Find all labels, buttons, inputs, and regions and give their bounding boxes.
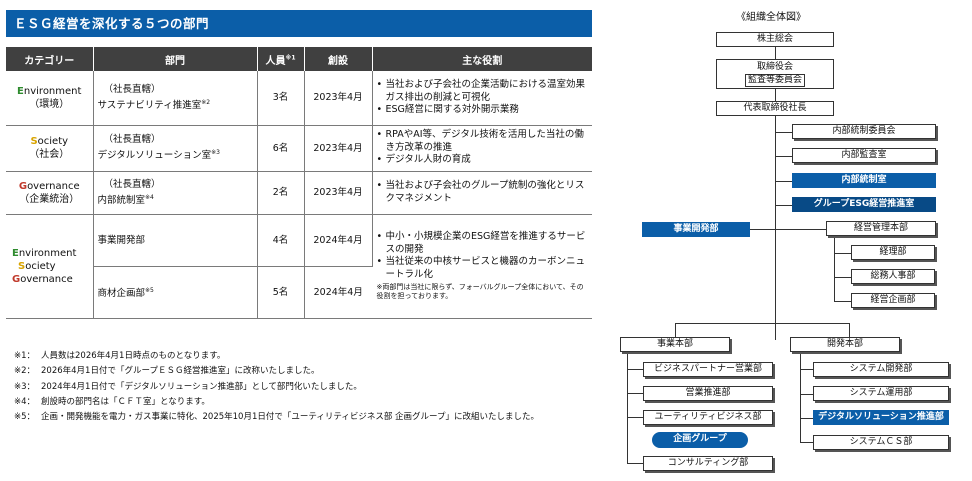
department-table: カテゴリー 部門 人員※1 創設 主な役割 Environment （環境） （…: [6, 47, 592, 319]
connector: [834, 301, 852, 302]
footnote: ※1：人員数は2026年4月1日時点のものとなります。: [14, 351, 226, 361]
connector: [627, 369, 643, 370]
org-digital-solution-promotion: デジタルソリューション推進部: [813, 410, 949, 425]
header-category: カテゴリー: [6, 47, 94, 71]
dept-cell: 事業開発部: [93, 214, 258, 267]
org-planning-group: 企画グループ: [652, 432, 748, 448]
founded-cell: 2024年4月: [304, 266, 372, 319]
connector: [849, 323, 850, 337]
staff-cell: 6名: [257, 125, 305, 172]
org-system-cs: システムＣＳ部: [813, 435, 949, 450]
org-group-esg-office: グループESG経営推進室: [792, 197, 936, 212]
org-accounting: 経理部: [851, 245, 935, 260]
staff-cell: 5名: [257, 266, 305, 319]
connector: [800, 394, 814, 395]
connector: [775, 116, 776, 340]
org-title: 《組織全体図》: [736, 12, 806, 23]
connector: [675, 323, 676, 337]
table-row: Environment Society Governance 事業開発部 4名 …: [6, 214, 592, 319]
connector: [675, 323, 850, 324]
org-business-partner-sales: ビジネスパートナー営業部: [643, 362, 773, 377]
connector: [800, 369, 814, 370]
connector: [627, 393, 643, 394]
founded-cell: 2023年4月: [304, 125, 373, 172]
connector: [750, 229, 826, 230]
connector: [775, 205, 793, 206]
header-founded: 創設: [304, 47, 373, 71]
org-development-hq: 開発本部: [790, 337, 900, 352]
category-cell: Society （社会）: [6, 125, 94, 172]
section-title: ＥＳＧ経営を深化する５つの部門: [6, 10, 592, 37]
founded-cell: 2023年4月: [304, 171, 373, 215]
table-row: Society （社会） （社長直轄） デジタルソリューション室※3 6名 20…: [6, 125, 592, 172]
dept-cell: 商材企画部※5: [93, 266, 258, 319]
footnote: ※3：2024年4月1日付で「デジタルソリューション推進部」として部門化いたしま…: [14, 381, 362, 392]
staff-cell: 2名: [257, 171, 305, 215]
staff-cell: 3名: [257, 71, 305, 126]
org-general-affairs-hr: 総務人事部: [851, 269, 935, 284]
connector: [834, 253, 852, 254]
connector: [775, 46, 776, 60]
org-business-development: 事業開発部: [642, 222, 750, 237]
connector: [834, 277, 852, 278]
connector: [800, 418, 814, 419]
org-audit-committee: 監査等委員会: [744, 74, 805, 87]
role-cell: 当社および子会社のグループ統制の強化とリスクマネジメント: [372, 171, 592, 215]
dept-cell: （社長直轄） デジタルソリューション室※3: [93, 125, 258, 172]
connector: [834, 236, 835, 302]
org-internal-control-office: 内部統制室: [792, 173, 936, 188]
table-row: Governance （企業統治） （社長直轄） 内部統制室※4 2名 2023…: [6, 171, 592, 215]
connector: [775, 156, 793, 157]
connector: [800, 351, 801, 443]
staff-cell: 4名: [257, 214, 305, 267]
table-row: Environment （環境） （社長直轄） サステナビリティ推進室※2 3名…: [6, 71, 592, 126]
founded-cell: 2023年4月: [304, 71, 373, 126]
header-dept: 部門: [93, 47, 258, 71]
footnote: ※5：企画・開発機能を電力・ガス事業に特化、2025年10月1日付で「ユーティリ…: [14, 412, 540, 423]
org-sales-promotion: 営業推進部: [643, 386, 773, 401]
table-header-row: カテゴリー 部門 人員※1 創設 主な役割: [6, 47, 592, 71]
dept-cell: （社長直轄） 内部統制室※4: [93, 171, 258, 215]
dept-cell: （社長直轄） サステナビリティ推進室※2: [93, 71, 258, 126]
role-cell: 当社および子会社の企業活動における温室効果ガス排出の削減と可視化 ESG経営に関…: [372, 71, 592, 126]
connector: [775, 181, 793, 182]
org-business-hq: 事業本部: [620, 337, 730, 352]
combined-note: ※両部門は当社に限らず、フォーバルグループ全体において、その役割を担っております…: [376, 283, 584, 300]
org-shareholders: 株主総会: [716, 32, 834, 47]
footnote: ※2：2026年4月1日付で「グループＥＳＧ経営推進室」に改称いたしました。: [14, 366, 320, 377]
footnotes: ※1：人員数は2026年4月1日時点のものとなります。 ※2：2026年4月1日…: [14, 349, 589, 425]
org-internal-audit: 内部監査室: [792, 148, 936, 163]
connector: [800, 442, 814, 443]
category-cell: Governance （企業統治）: [6, 171, 94, 215]
category-cell-combined: Environment Society Governance: [6, 214, 94, 319]
org-ceo: 代表取締役社長: [716, 101, 834, 116]
connector: [775, 132, 793, 133]
connector: [627, 463, 643, 464]
connector: [627, 417, 643, 418]
org-consulting: コンサルティング部: [643, 456, 773, 471]
connector: [627, 351, 628, 464]
org-corporate-planning: 経営企画部: [851, 293, 935, 308]
connector: [775, 88, 776, 102]
role-cell-combined: 中小・小規模企業のESG経営を推進するサービスの開発 当社従来の中核サービスと機…: [372, 214, 592, 319]
org-management-hq: 経営管理本部: [826, 221, 936, 236]
org-utility-business: ユーティリティビジネス部: [643, 410, 773, 425]
table-row: 商材企画部※5 5名 2024年4月: [6, 266, 592, 319]
footnote: ※4：創設時の部門名は「ＣＦＴ室」となります。: [14, 396, 210, 407]
org-board: 取締役会 監査等委員会: [716, 59, 834, 89]
founded-cell: 2024年4月: [304, 214, 373, 267]
org-system-development: システム開発部: [813, 362, 949, 377]
org-internal-control-committee: 内部統制委員会: [792, 124, 936, 139]
org-system-operations: システム運用部: [813, 386, 949, 401]
header-staff: 人員※1: [257, 47, 305, 71]
category-cell: Environment （環境）: [6, 71, 94, 126]
header-role: 主な役割: [372, 47, 592, 71]
role-cell: RPAやAI等、デジタル技術を活用した当社の働き方改革の推進 デジタル人財の育成: [372, 125, 592, 172]
